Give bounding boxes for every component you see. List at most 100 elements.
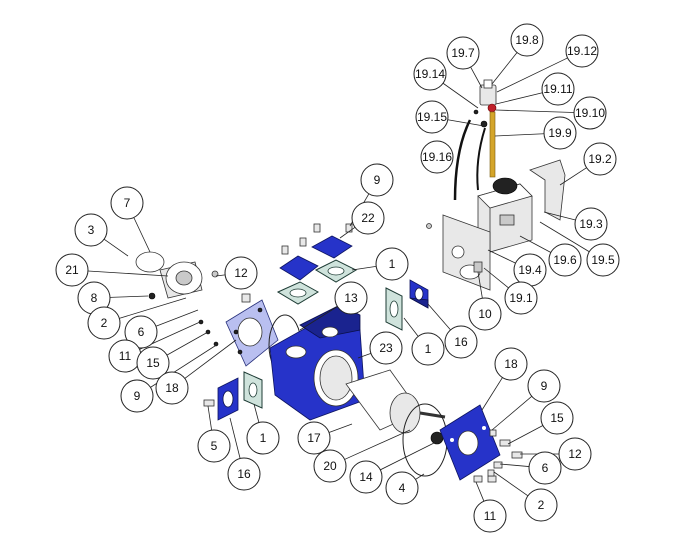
callout-c-1a: 1: [375, 247, 409, 281]
callout-label: 20: [323, 459, 337, 473]
callout-label: 8: [91, 291, 98, 305]
callout-label: 19.14: [415, 67, 445, 81]
leader-line-c-20: [344, 429, 411, 460]
callout-label: 14: [359, 470, 373, 484]
leader-line-c-8: [109, 295, 149, 298]
callout-bubble: [528, 451, 562, 485]
callout-c-13: 13: [334, 281, 368, 315]
leader-line-c-7: [133, 217, 151, 253]
callout-c-9b: 9: [120, 379, 154, 413]
leader-line-c-18b: [481, 377, 503, 411]
leader-line-c-19-3: [543, 211, 576, 221]
callout-c-19-10: 19.10: [573, 96, 607, 130]
side-plates-left: [203, 371, 263, 421]
callout-bubble: [446, 36, 480, 70]
callout-label: 9: [134, 389, 141, 403]
callout-bubble: [74, 213, 108, 247]
leader-line-c-14: [380, 441, 437, 471]
leader-line-c-19-10: [495, 109, 575, 113]
leader-line-c-19-11: [495, 92, 543, 105]
callout-bubble: [527, 369, 561, 403]
callout-c-12a: 12: [224, 256, 258, 290]
leader-line-c-19-8: [491, 52, 518, 85]
callout-bubble: [155, 371, 189, 405]
callout-label: 18: [504, 357, 518, 371]
callout-label: 19.11: [543, 82, 572, 96]
leader-line-c-5: [207, 405, 213, 431]
callout-label: 1: [389, 257, 396, 271]
callout-c-20: 20: [313, 449, 347, 483]
leader-line-c-1a: [351, 265, 377, 271]
callout-c-19-2: 19.2: [583, 142, 617, 176]
callout-bubble: [224, 256, 258, 290]
rear-cover-group: [135, 251, 219, 300]
leader-line-c-19-2: [559, 167, 587, 186]
callout-c-10: 10: [468, 297, 502, 331]
callout-bubble: [444, 325, 478, 359]
callout-bubble: [574, 207, 608, 241]
callout-bubble: [573, 96, 607, 130]
callout-label: 2: [538, 498, 545, 512]
callout-label: 17: [307, 431, 321, 445]
callout-label: 19.2: [588, 152, 612, 166]
callout-bubble: [543, 116, 577, 150]
callout-c-14: 14: [349, 460, 383, 494]
callout-label: 13: [344, 291, 358, 305]
callout-label: 19.10: [575, 106, 605, 120]
callout-bubble: [110, 186, 144, 220]
rotor: [345, 369, 446, 434]
callout-label: 9: [541, 379, 548, 393]
callout-label: 1: [260, 431, 267, 445]
callout-bubble: [586, 243, 620, 277]
callout-bubble: [494, 347, 528, 381]
callout-label: 19.9: [548, 126, 572, 140]
motor-housing: [269, 304, 366, 421]
callout-bubble: [420, 140, 454, 174]
leader-line-c-16a: [427, 303, 451, 331]
callout-label: 1: [425, 342, 432, 356]
callout-bubble: [540, 401, 574, 435]
callout-label: 19.3: [579, 217, 603, 231]
leader-line-c-2b: [493, 471, 529, 497]
callout-label: 16: [237, 467, 251, 481]
callout-bubble: [524, 488, 558, 522]
callout-label: 4: [399, 481, 406, 495]
callout-label: 19.8: [515, 33, 539, 47]
top-cover-plates: [276, 223, 358, 305]
callout-bubble: [411, 332, 445, 366]
callout-c-19-6: 19.6: [548, 243, 582, 277]
callout-c-19-7: 19.7: [446, 36, 480, 70]
callout-c-16b: 16: [227, 457, 261, 491]
callout-c-11a: 11: [108, 339, 142, 373]
leader-line-c-19-6: [519, 235, 552, 253]
callout-bubble: [473, 499, 507, 533]
callout-label: 3: [88, 223, 95, 237]
leader-line-c-6b: [499, 463, 530, 467]
callout-bubble: [87, 306, 121, 340]
callout-bubble: [541, 72, 575, 106]
callout-label: 21: [65, 263, 79, 277]
leader-line-c-23: [357, 353, 372, 359]
callout-c-3: 3: [74, 213, 108, 247]
leader-line-c-21: [87, 270, 169, 277]
end-shield-right: [439, 404, 501, 483]
callout-bubble: [583, 142, 617, 176]
leader-line-c-11b: [475, 481, 485, 502]
leader-line-c-1c: [253, 403, 260, 423]
callout-bubble: [385, 471, 419, 505]
callout-label: 19.15: [417, 110, 447, 124]
leader-line-c-1b: [403, 317, 419, 337]
callout-label: 11: [484, 509, 497, 523]
callout-label: 19.4: [518, 263, 542, 277]
callout-bubble: [313, 449, 347, 483]
callout-c-19-8: 19.8: [510, 23, 544, 57]
callout-bubble: [227, 457, 261, 491]
callout-label: 15: [550, 411, 564, 425]
callout-bubble: [369, 331, 403, 365]
callout-c-18a: 18: [155, 371, 189, 405]
callout-bubble: [415, 100, 449, 134]
callout-c-19-14: 19.14: [413, 57, 447, 91]
terminal-plate: [426, 214, 491, 291]
leader-line-c-10: [477, 271, 483, 299]
